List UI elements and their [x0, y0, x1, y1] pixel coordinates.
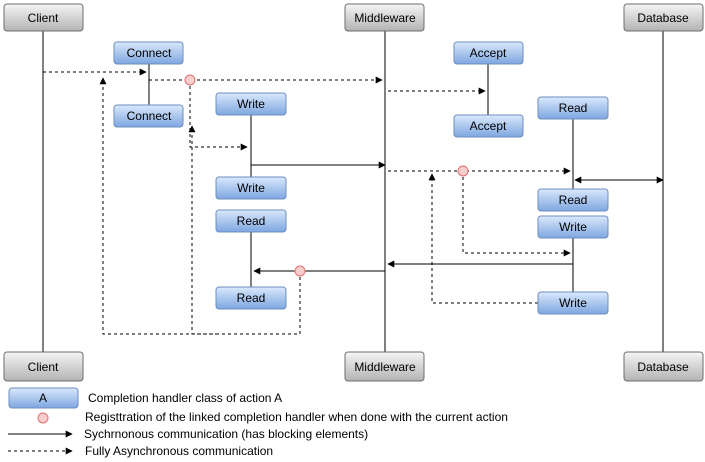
client-footer-label: Client [28, 360, 59, 374]
database-header-label: Database [637, 11, 689, 25]
db-write-handler-top: Write [537, 215, 609, 239]
db-write-handler-bottom: Write [537, 291, 609, 315]
connect-handler-top: Connect [113, 41, 184, 65]
client-header-label: Client [28, 11, 59, 25]
registration-marker-read [294, 265, 306, 277]
connect-handler-bottom: Connect [113, 104, 184, 128]
legend-registration-text: Registtration of the linked completion h… [85, 410, 508, 424]
db-read-handler-bottom-label: Read [559, 193, 588, 207]
write-handler-top-label: Write [237, 97, 265, 111]
db-registration-to-write-async [462, 171, 571, 257]
read-handler-bottom-label: Read [237, 291, 266, 305]
db-write-loop-back-async [428, 173, 538, 304]
registration-marker-db-read [457, 165, 469, 177]
write-handler-bottom: Write [215, 176, 287, 200]
legend-registration-marker [37, 412, 49, 424]
client-loop-to-write-async [188, 125, 218, 335]
client-footer: Client [3, 351, 84, 382]
read-handler-top: Read [215, 209, 287, 233]
middleware-header: Middleware [344, 3, 425, 32]
write-handler-bottom-label: Write [237, 181, 265, 195]
legend: A Completion handler class of action A R… [8, 387, 508, 458]
legend-async-text: Fully Asynchronous communication [85, 444, 273, 458]
database-header: Database [623, 3, 704, 32]
db-read-handler-top: Read [537, 96, 609, 120]
legend-sync-text: Sychrnonous communication (has blocking … [84, 427, 368, 441]
middleware-header-label: Middleware [354, 11, 416, 25]
database-footer: Database [623, 351, 704, 382]
legend-handler-sample: A [8, 387, 79, 409]
accept-handler-top-label: Accept [470, 46, 507, 60]
database-footer-label: Database [637, 360, 689, 374]
accept-handler-bottom-label: Accept [470, 119, 507, 133]
middleware-footer: Middleware [344, 351, 425, 382]
middleware-footer-label: Middleware [354, 360, 416, 374]
db-write-handler-bottom-label: Write [559, 296, 587, 310]
connect-registration-to-write-async [189, 80, 248, 151]
db-read-handler-top-label: Read [559, 101, 588, 115]
connect-handler-top-label: Connect [127, 46, 172, 60]
db-write-handler-top-label: Write [559, 220, 587, 234]
legend-handler-class-text: Completion handler class of action A [88, 391, 282, 405]
accept-handler-top: Accept [453, 41, 524, 65]
client-loop-back-async [99, 77, 301, 335]
db-read-handler-bottom: Read [537, 188, 609, 212]
registration-marker-connect [184, 74, 196, 86]
read-handler-bottom: Read [215, 286, 287, 310]
connect-handler-bottom-label: Connect [127, 109, 172, 123]
client-header: Client [3, 3, 84, 32]
write-handler-top: Write [215, 92, 287, 116]
read-handler-top-label: Read [237, 214, 266, 228]
legend-handler-sample-label: A [39, 391, 47, 405]
accept-handler-bottom: Accept [453, 114, 524, 138]
